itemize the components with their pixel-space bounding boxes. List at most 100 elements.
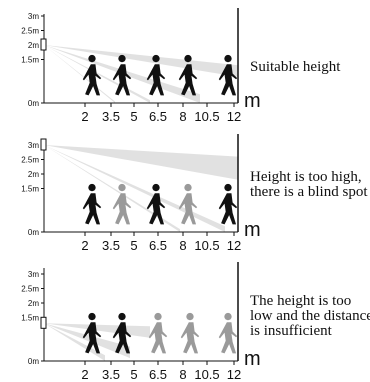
detection-beam xyxy=(44,45,90,103)
person-walking-icon xyxy=(178,54,198,96)
person-body xyxy=(82,322,102,354)
x-tick-label: 10.5 xyxy=(194,238,219,253)
y-tick-label: 0m xyxy=(28,99,39,108)
detection-beam xyxy=(44,145,225,232)
person-walking-icon xyxy=(82,54,102,96)
caption-line: there is a blind spot xyxy=(250,184,368,200)
person-body xyxy=(218,322,238,354)
unit-label: m xyxy=(244,348,261,370)
person-walking-icon xyxy=(218,183,238,225)
y-tick-label: 1.5m xyxy=(21,56,39,65)
person-walking-icon xyxy=(218,54,238,96)
person-head xyxy=(184,54,192,63)
x-tick-label: 2 xyxy=(81,367,88,382)
y-tick-label: 2.5m xyxy=(21,27,39,36)
person-body xyxy=(178,64,198,96)
x-tick-label: 5 xyxy=(130,238,137,253)
person-walking-icon xyxy=(82,312,102,354)
y-tick-label: 2m xyxy=(28,41,39,50)
x-tick-label: 10.5 xyxy=(194,109,219,124)
person-head xyxy=(88,183,96,192)
y-tick-label: 3m xyxy=(28,141,39,150)
y-tick-label: 1.5m xyxy=(21,314,39,323)
x-tick-label: 5 xyxy=(130,367,137,382)
person-body xyxy=(146,193,166,225)
detection-beam xyxy=(44,145,95,232)
person-walking-icon xyxy=(82,183,102,225)
person-head xyxy=(224,312,232,321)
person-body xyxy=(180,322,200,354)
y-tick-label: 0m xyxy=(28,357,39,366)
person-head xyxy=(154,312,162,321)
person-body xyxy=(112,322,132,354)
unit-label: m xyxy=(244,90,261,112)
person-body xyxy=(112,193,132,225)
detection-beam xyxy=(44,45,238,77)
x-tick-label: 10.5 xyxy=(194,367,219,382)
sensor-icon xyxy=(40,316,47,329)
y-tick-label: 3m xyxy=(28,270,39,279)
person-body xyxy=(148,322,168,354)
person-head xyxy=(118,54,126,63)
person-body xyxy=(178,193,198,225)
sensor-icon xyxy=(40,138,47,151)
x-tick-label: 6.5 xyxy=(149,109,167,124)
x-tick-label: 3.5 xyxy=(102,367,120,382)
person-walking-icon xyxy=(112,54,132,96)
person-head xyxy=(184,183,192,192)
caption-line: The height is too xyxy=(250,293,352,309)
detection-beam xyxy=(44,323,150,338)
person-body xyxy=(218,193,238,225)
x-tick-label: 6.5 xyxy=(149,367,167,382)
detection-beam xyxy=(44,145,140,232)
detection-beam xyxy=(44,323,130,359)
person-head xyxy=(118,183,126,192)
y-tick-label: 2.5m xyxy=(21,156,39,165)
detection-beam xyxy=(44,323,105,361)
person-body xyxy=(82,64,102,96)
person-body xyxy=(146,64,166,96)
person-walking-icon xyxy=(218,312,238,354)
x-tick-label: 12 xyxy=(227,238,241,253)
panel-1-caption: Suitable height xyxy=(250,60,340,75)
panel-2-caption: Height is too high, there is a blind spo… xyxy=(250,170,367,200)
person-body xyxy=(112,64,132,96)
x-tick-label: 3.5 xyxy=(102,109,120,124)
y-tick-label: 0m xyxy=(28,228,39,237)
person-walking-icon xyxy=(112,183,132,225)
person-walking-icon xyxy=(146,183,166,225)
person-head xyxy=(88,312,96,321)
caption-line: Suitable height xyxy=(250,59,341,75)
person-walking-icon xyxy=(178,183,198,225)
detection-beam xyxy=(44,145,238,180)
panel-3-caption: The height is too low and the distance i… xyxy=(250,294,370,339)
x-tick-label: 5 xyxy=(130,109,137,124)
person-head xyxy=(224,183,232,192)
x-tick-label: 8 xyxy=(179,238,186,253)
caption-line: is insufficient xyxy=(250,323,332,339)
person-walking-icon xyxy=(148,312,168,354)
sensor-icon xyxy=(40,38,47,51)
detection-beam xyxy=(44,145,180,232)
caption-line: low and the distance xyxy=(250,308,370,324)
person-body xyxy=(218,64,238,96)
x-tick-label: 8 xyxy=(179,367,186,382)
person-head xyxy=(224,54,232,63)
person-head xyxy=(152,54,160,63)
x-tick-label: 12 xyxy=(227,367,241,382)
person-walking-icon xyxy=(112,312,132,354)
x-tick-label: 12 xyxy=(227,109,241,124)
x-tick-label: 8 xyxy=(179,109,186,124)
caption-line: Height is too high, xyxy=(250,169,362,185)
person-body xyxy=(82,193,102,225)
x-tick-label: 6.5 xyxy=(149,238,167,253)
person-walking-icon xyxy=(180,312,200,354)
person-head xyxy=(118,312,126,321)
x-tick-label: 3.5 xyxy=(102,238,120,253)
person-head xyxy=(152,183,160,192)
y-tick-label: 1.5m xyxy=(21,185,39,194)
